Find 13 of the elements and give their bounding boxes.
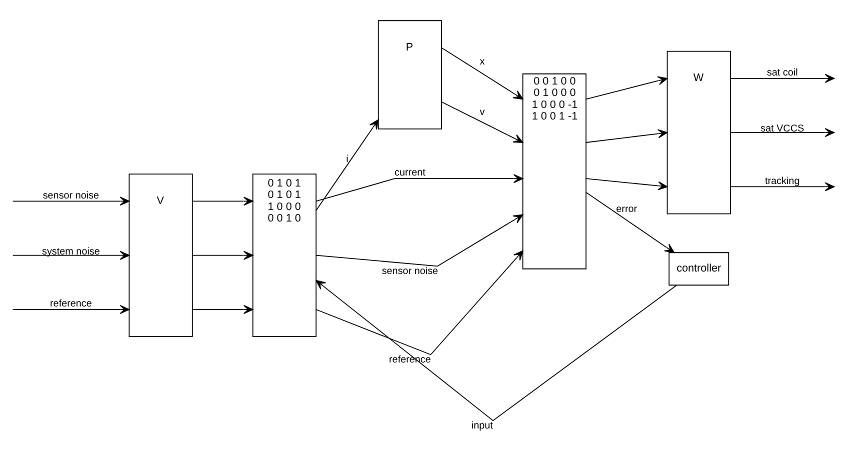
edge-label: sensor noise: [42, 190, 100, 201]
edge-label: current: [394, 167, 426, 178]
edge-label: v: [480, 106, 485, 118]
edge-label: i: [346, 154, 348, 165]
edge-label: sensor noise: [382, 266, 438, 277]
edge-label: input: [471, 420, 493, 431]
edge-label: system noise: [42, 246, 100, 257]
edge-label: x: [480, 56, 485, 68]
edge-label: reference: [50, 298, 92, 310]
edge-label: tracking: [764, 175, 800, 186]
edge-label: sat coil: [766, 67, 798, 78]
edge-label: error: [616, 203, 638, 214]
edge-label: sat VCCS: [760, 122, 804, 134]
